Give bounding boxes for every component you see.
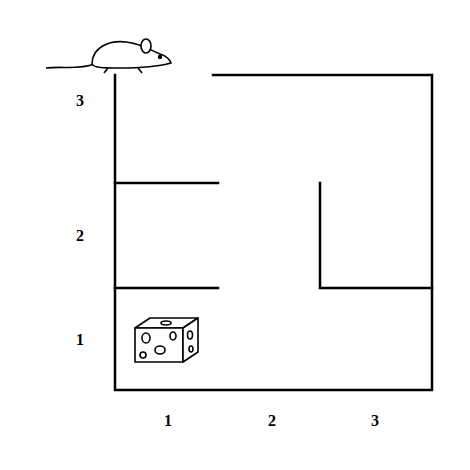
row-number: 2 bbox=[76, 228, 84, 244]
column-number: 2 bbox=[268, 413, 276, 429]
cheese-hole bbox=[142, 333, 150, 343]
mouse-ear bbox=[141, 39, 151, 53]
cheese-front bbox=[135, 328, 183, 362]
cheese-drawing bbox=[135, 318, 198, 362]
column-number: 1 bbox=[164, 413, 172, 429]
cheese-hole bbox=[161, 321, 171, 325]
mouse-leg bbox=[104, 68, 108, 73]
cheese-hole bbox=[155, 346, 165, 354]
mouse-drawing bbox=[46, 39, 171, 73]
cheese-hole bbox=[170, 332, 176, 340]
row-number: 1 bbox=[76, 332, 84, 348]
mouse-body bbox=[92, 42, 171, 68]
cheese-hole bbox=[188, 331, 193, 339]
cheese-hole bbox=[189, 346, 193, 352]
mouse-tail bbox=[46, 64, 94, 68]
inner-wall bbox=[115, 182, 218, 185]
maze-walls bbox=[115, 75, 432, 390]
inner-wall bbox=[320, 183, 432, 288]
outer-wall bbox=[115, 75, 432, 390]
column-number: 3 bbox=[371, 413, 379, 429]
cheese-hole bbox=[140, 352, 146, 358]
mouse-leg bbox=[138, 68, 142, 73]
row-number: 3 bbox=[76, 93, 84, 109]
cheese-side bbox=[183, 318, 198, 362]
inner-wall bbox=[115, 287, 218, 290]
mouse-eye bbox=[159, 56, 162, 59]
